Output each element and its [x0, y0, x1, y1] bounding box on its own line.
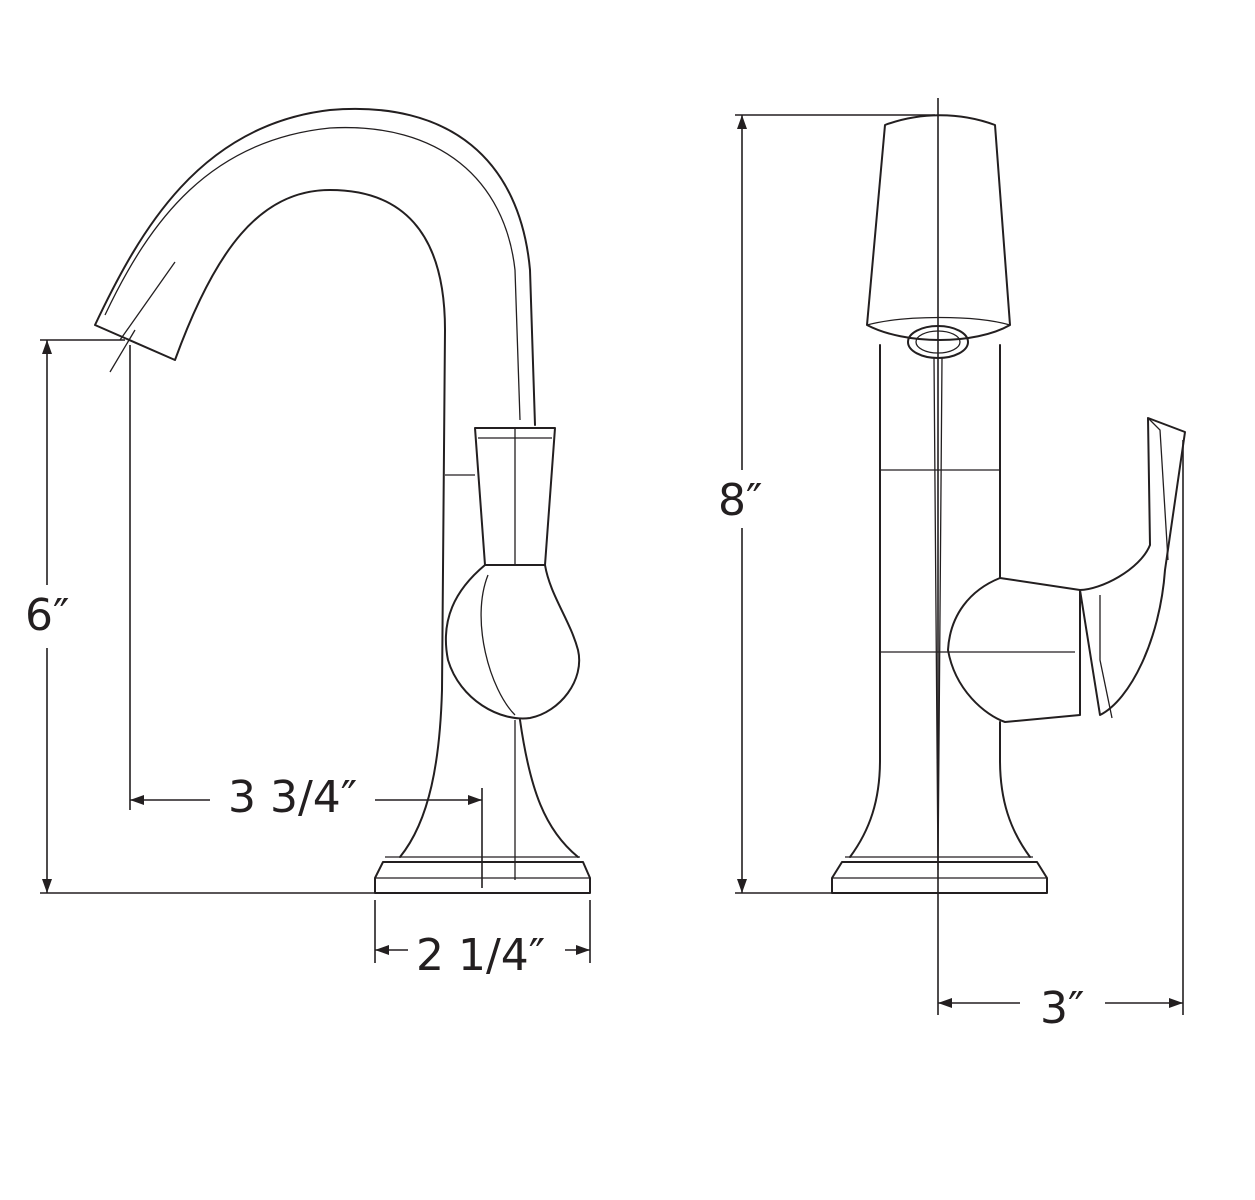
spout-height-label: 6″ — [25, 590, 69, 641]
base-width-label: 2 1/4″ — [416, 930, 545, 981]
overall-height-label: 8″ — [718, 475, 762, 526]
spout-reach-label: 3 3/4″ — [228, 772, 357, 823]
left-dimension-lines — [40, 339, 591, 963]
faucet-front-view — [831, 114, 1186, 894]
faucet-side-view — [94, 107, 591, 894]
handle-depth-label: 3″ — [1040, 983, 1084, 1034]
right-dimension-lines — [735, 98, 1184, 1015]
